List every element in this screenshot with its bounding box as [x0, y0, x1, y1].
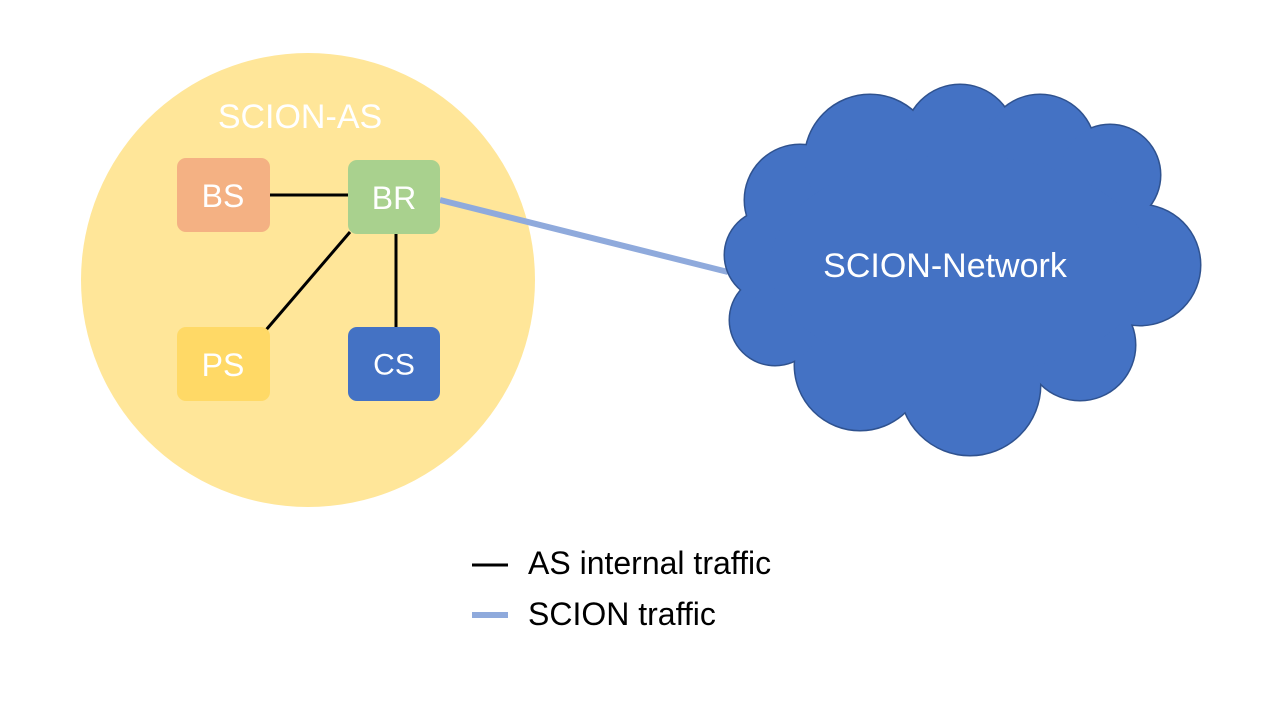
node-br: BR [348, 160, 440, 234]
scion-traffic-link [439, 197, 729, 275]
legend: AS internal traffic SCION traffic [472, 545, 771, 632]
node-bs: BS [177, 158, 270, 232]
scion-as-title: SCION-AS [218, 98, 382, 136]
node-bs-label: BS [202, 178, 245, 214]
node-cs-box [348, 327, 440, 401]
scion-network-label: SCION-Network [823, 247, 1068, 285]
legend-internal-label: AS internal traffic [528, 545, 771, 581]
node-bs-box [177, 158, 270, 232]
node-ps-label: PS [202, 347, 245, 383]
node-ps-box [177, 327, 270, 401]
cloud-icon [723, 83, 1202, 457]
node-br-box [348, 160, 440, 234]
legend-scion-label: SCION traffic [528, 596, 716, 632]
node-cs: CS [348, 327, 440, 401]
node-ps: PS [177, 327, 270, 401]
node-br-label: BR [372, 180, 416, 216]
node-cs-label: CS [373, 349, 415, 382]
link-br-ps [264, 231, 352, 331]
